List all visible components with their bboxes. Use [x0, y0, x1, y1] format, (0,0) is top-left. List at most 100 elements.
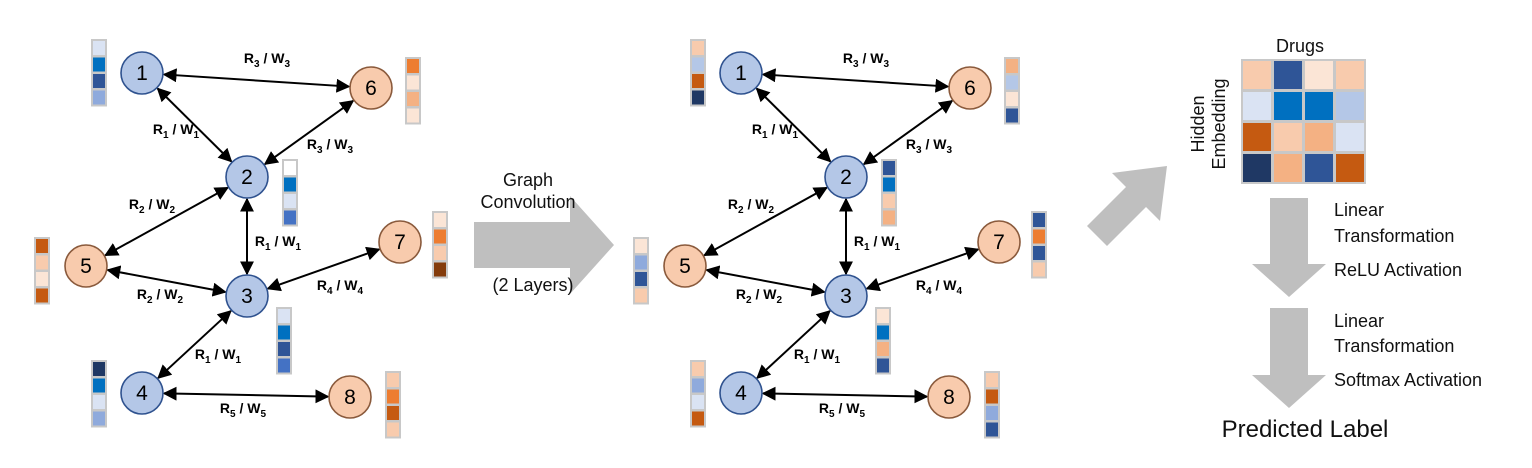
node-1: [719, 51, 763, 95]
hidden-embedding-matrix: Drugs Hidden Embedding: [1188, 36, 1366, 184]
matrix-cell: [1241, 121, 1273, 153]
edge-label-3-7: R4 / W4: [916, 277, 963, 297]
edge-5-3: [705, 265, 826, 297]
feature-vector-7: [1031, 211, 1047, 279]
feature-cell: [690, 393, 706, 411]
node-4: [120, 371, 164, 415]
feature-cell: [91, 88, 107, 107]
feature-cell: [690, 360, 706, 378]
convolution-arrow-shape: [474, 196, 614, 294]
edge-label-2-5: R2 / W2: [728, 196, 775, 216]
matrix-cell: [1334, 152, 1366, 184]
edge-4-8: [761, 386, 929, 404]
edge-1-2: [755, 87, 832, 163]
edge-2-6: [263, 100, 355, 165]
predicted-label: Predicted Label: [1222, 416, 1389, 443]
feature-cell: [91, 360, 107, 378]
feature-vector-5: [34, 237, 50, 305]
feature-cell: [432, 244, 448, 262]
node-1: [120, 51, 164, 95]
feature-cell: [1031, 260, 1047, 279]
feature-cell: [1004, 73, 1020, 92]
edge-label-2-3: R1 / W1: [255, 233, 302, 253]
step1-line3: ReLU Activation: [1334, 260, 1462, 280]
feature-vector-5: [633, 237, 649, 305]
feature-cell: [282, 208, 298, 227]
matrix-hidden-label: Hidden: [1188, 95, 1208, 152]
feature-cell: [984, 371, 1000, 389]
feature-cell: [34, 286, 50, 305]
edge-label-2-5: R2 / W2: [129, 196, 176, 216]
edge-label-1-2: R1 / W1: [153, 121, 200, 141]
feature-vector-1: [91, 39, 107, 107]
node-label-3: 3: [840, 285, 852, 308]
feature-cell: [881, 192, 897, 210]
edge-label-1-2: R1 / W1: [752, 121, 799, 141]
feature-cell: [385, 371, 401, 389]
feature-cell: [91, 55, 107, 74]
feature-vector-8: [984, 371, 1000, 439]
feature-cell: [405, 90, 421, 108]
feature-vector-7: [432, 211, 448, 279]
edge-5-3: [106, 265, 227, 297]
feature-cell: [432, 227, 448, 246]
to-matrix-arrow: [1074, 166, 1167, 246]
matrix-cell: [1272, 121, 1304, 153]
node-label-6: 6: [964, 77, 976, 100]
feature-cell: [385, 420, 401, 439]
feature-cell: [633, 270, 649, 288]
feature-cell: [432, 260, 448, 279]
feature-cell: [690, 409, 706, 428]
matrix-cell: [1272, 152, 1304, 184]
node-4: [719, 371, 763, 415]
feature-cell: [1004, 57, 1020, 75]
node-8: [328, 375, 372, 419]
matrix-drugs-label: Drugs: [1276, 36, 1324, 56]
matrix-cell: [1303, 90, 1335, 122]
feature-vector-3: [276, 307, 292, 375]
feature-cell: [1004, 90, 1020, 108]
node-label-8: 8: [943, 386, 955, 409]
edge-1-6: [162, 68, 351, 93]
feature-vector-4: [91, 360, 107, 428]
edge-4-8: [162, 386, 330, 404]
feature-cell: [690, 72, 706, 90]
feature-cell: [1004, 106, 1020, 125]
graph-convolution-arrow: Graph Convolution (2 Layers): [474, 170, 614, 295]
node-label-4: 4: [735, 382, 747, 405]
feature-cell: [385, 387, 401, 406]
feature-cell: [91, 72, 107, 90]
edge-3-7: [266, 246, 381, 292]
node-label-1: 1: [136, 62, 148, 85]
node-7: [378, 220, 422, 264]
feature-cell: [875, 356, 891, 375]
node-8: [927, 375, 971, 419]
feature-cell: [276, 340, 292, 358]
edge-1-2: [156, 87, 233, 163]
node-5: [663, 244, 707, 288]
feature-cell: [690, 55, 706, 74]
feature-cell: [881, 175, 897, 194]
feature-vector-6: [1004, 57, 1020, 125]
matrix-cell: [1241, 59, 1273, 91]
matrix-cell: [1334, 121, 1366, 153]
edge-label-3-4: R1 / W1: [794, 346, 841, 366]
feature-vector-1: [690, 39, 706, 107]
node-3: [225, 274, 269, 318]
edge-3-7: [865, 246, 980, 292]
matrix-cell: [1303, 152, 1335, 184]
step2-line3: Softmax Activation: [1334, 370, 1482, 390]
feature-vector-6: [405, 57, 421, 125]
convolution-label-line1: Graph: [503, 170, 553, 190]
feature-cell: [276, 323, 292, 342]
edge-label-3-4: R1 / W1: [195, 346, 242, 366]
step1-line1: Linear: [1334, 200, 1384, 220]
edge-2-5: [703, 186, 828, 257]
node-label-2: 2: [241, 166, 253, 189]
edge-label-5-3: R2 / W2: [736, 286, 783, 306]
feature-cell: [34, 237, 50, 255]
edge-label-1-6: R3 / W3: [244, 50, 291, 70]
feature-cell: [875, 340, 891, 358]
node-label-4: 4: [136, 382, 148, 405]
